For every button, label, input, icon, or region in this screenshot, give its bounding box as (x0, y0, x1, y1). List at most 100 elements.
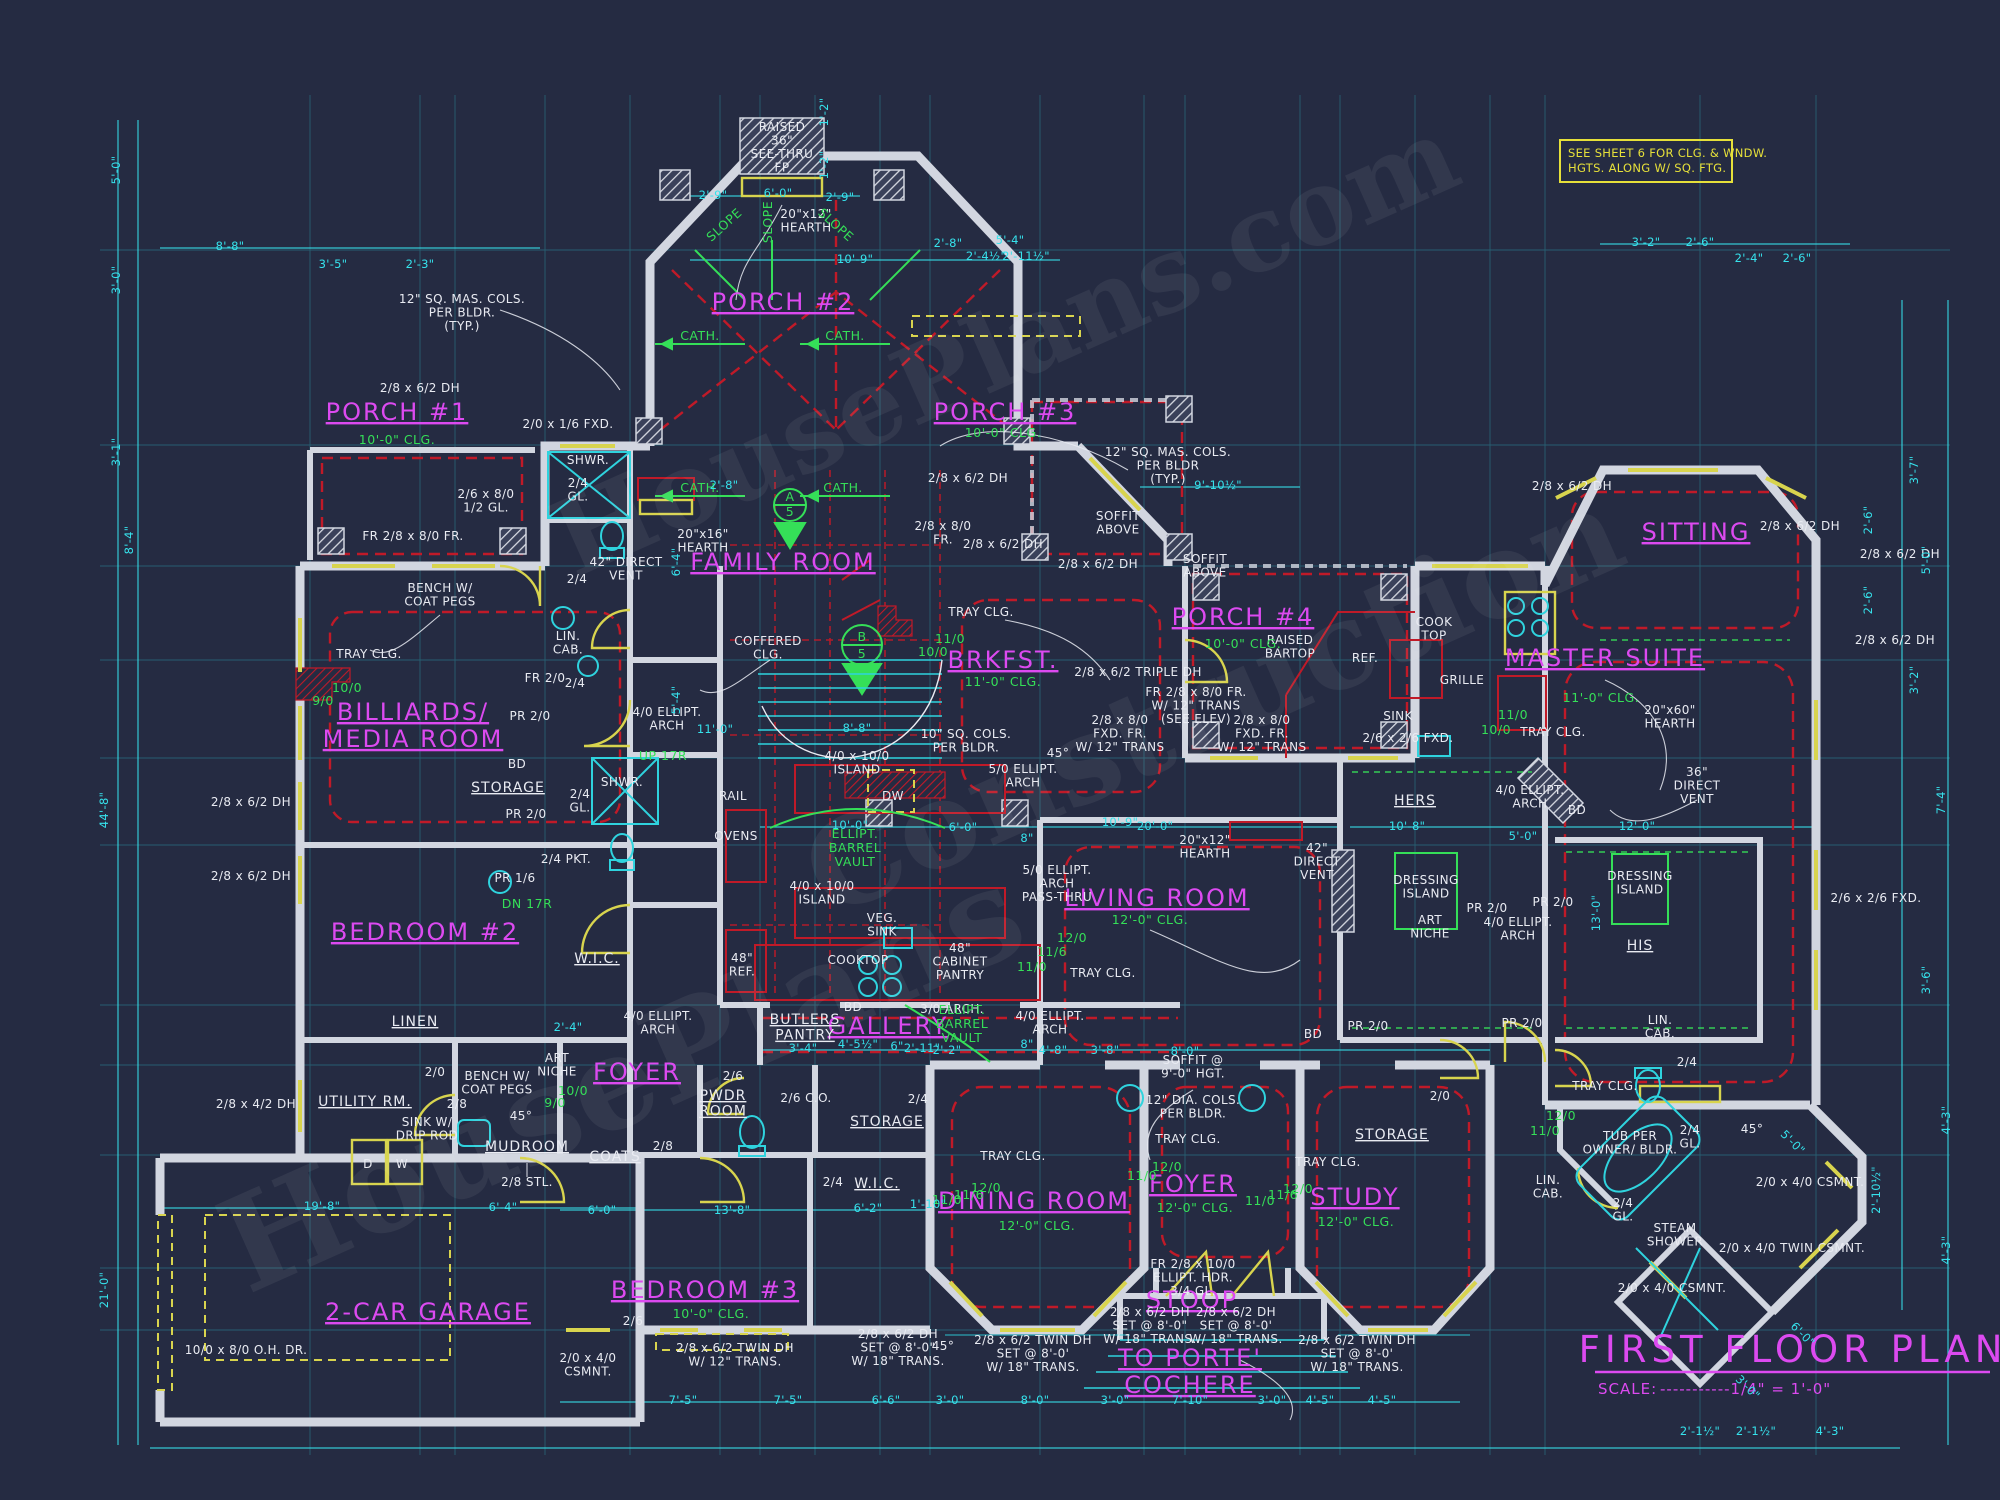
green-label: DN 17R (502, 896, 553, 911)
windows-and-doors (157, 176, 1854, 1391)
annotation: PR 2/0 (1466, 901, 1507, 915)
annotation: PR 2/0 (1501, 1016, 1542, 1030)
annotation: 2/8 x 6/2 DH (211, 795, 291, 809)
dim-label: 20'-0" (1137, 819, 1173, 833)
annotation: TRAY CLG. (1571, 1079, 1637, 1093)
room-label: PORCH #4 (1172, 603, 1315, 631)
room-label: FOYER (1149, 1170, 1237, 1198)
dim-label: 1'-10" (910, 1197, 946, 1211)
annotation: 2/8 x 6/2 DH (963, 537, 1043, 551)
annotation: TRAY CLG. (335, 647, 401, 661)
dim-label: 2'-6" (1861, 586, 1875, 615)
dim-label: 1'-2" (817, 151, 831, 180)
room-label: GALLERY (828, 1012, 949, 1040)
annotation: W (396, 1157, 408, 1171)
annotation: 45° (1047, 746, 1069, 760)
annotation: 4/0 ELLIPT.ARCH (624, 1009, 693, 1036)
room-label: MASTER SUITE (1505, 644, 1705, 672)
dimension-lines (117, 120, 1949, 1449)
room-label: 2-CAR GARAGE (325, 1298, 531, 1326)
green-label: UP 17R (639, 748, 687, 763)
staircase (758, 659, 1470, 1389)
annotation: 2/8 x 6/2 DH (380, 381, 460, 395)
green-label: 10'-0" CLG. (965, 425, 1041, 440)
dim-label: 2'-6" (1783, 251, 1812, 265)
dim-label: 5'-0" (1919, 546, 1933, 575)
dim-label: 2'-4" (554, 1020, 583, 1034)
green-label: 11/0 (1498, 707, 1528, 722)
annotation: BD (844, 1000, 862, 1014)
annotation: 12" DIA. COLS.PER BLDR. (1146, 1093, 1241, 1120)
green-label: 10/0 (332, 680, 362, 695)
subroom-label: W.I.C. (854, 1176, 900, 1192)
annotation: 2/8 x 6/2 DH (1860, 547, 1940, 561)
subroom-label: MUDROOM (485, 1139, 569, 1155)
annotation: LIN.CAB. (1533, 1173, 1563, 1200)
green-label: 11/0 (1127, 1168, 1157, 1183)
label-layer: HousePlans.comConstructionHousePlansPORC… (97, 91, 1953, 1438)
annotation: 2/6 x 2/6 FXD. (1831, 891, 1922, 905)
annotation: 45° (1741, 1122, 1763, 1136)
dim-label: 6'-4" (669, 548, 683, 577)
dim-label: 2'-6" (1861, 506, 1875, 535)
green-label: 11/0 (935, 631, 965, 646)
room-label: BEDROOM #2 (331, 918, 519, 946)
room-label: PORCH #3 (934, 398, 1077, 426)
dim-label: 7'-5" (774, 1393, 803, 1407)
annotation: 10" SQ. COLS.PER BLDR. (921, 727, 1011, 754)
annotation: TRAY CLG. (1069, 966, 1135, 980)
annotation: 2/8 x 6/2 TRIPLE DH (1074, 665, 1202, 679)
room-label: BILLIARDS/MEDIA ROOM (323, 698, 504, 753)
dim-label: 3'-5" (319, 257, 348, 271)
annotation: 10/0 x 8/0 O.H. DR. (185, 1343, 308, 1357)
note-line-2: HGTS. ALONG W/ SQ. FTG. (1568, 161, 1726, 175)
annotation: 2/0 x 4/0 TWIN CSMNT. (1719, 1241, 1865, 1255)
svg-text:A: A (785, 489, 794, 504)
watermark: HousePlans.com (534, 91, 1476, 601)
dim-label: 3'-0" (1258, 1393, 1287, 1407)
annotation: BENCH W/COAT PEGS (461, 1069, 532, 1096)
green-label: CATH. (825, 328, 865, 343)
dim-label: 6'-0" (588, 1203, 617, 1217)
annotation: PR 2/0 (1347, 1019, 1388, 1033)
annotation: 4/0 ELLIPT.ARCH (1484, 915, 1553, 942)
svg-text:5: 5 (786, 504, 794, 519)
dim-label: 6'-0" (764, 186, 793, 200)
green-label: 11/0 (932, 1192, 962, 1207)
green-label: SLOPE (760, 201, 775, 243)
annotation: BD (1568, 803, 1586, 817)
dim-label: 1'-2" (817, 98, 831, 127)
dim-label: 3'-2" (1632, 235, 1661, 249)
annotation: TRAY CLG. (979, 1149, 1045, 1163)
green-label: 11'-0" CLG. (1563, 690, 1639, 705)
dim-label: 2'-8" (710, 478, 739, 492)
subroom-label: HERS (1394, 793, 1436, 809)
annotation: 20"x60"HEARTH (1644, 703, 1695, 730)
dim-label: 19'-8" (304, 1199, 340, 1213)
dim-label: 2'-9" (699, 188, 728, 202)
green-label: CATH. (680, 480, 720, 495)
green-label: 12/0 (1152, 1159, 1182, 1174)
dim-label: 5'-0" (109, 156, 123, 185)
annotation: 48"REF. (729, 951, 755, 978)
